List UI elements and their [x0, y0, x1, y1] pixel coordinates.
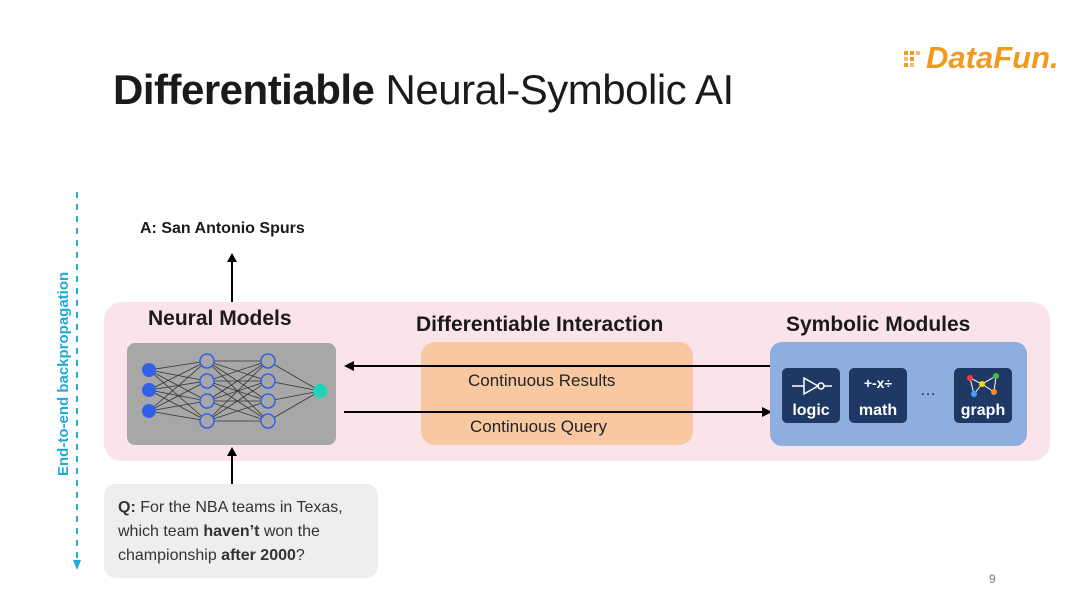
graph-network-icon: [967, 373, 999, 397]
logo-dots-icon: [904, 51, 920, 67]
module-graph: graph: [954, 368, 1012, 423]
query-arrowhead: [762, 407, 772, 417]
math-operators-icon: +-x÷: [863, 375, 893, 391]
logo-text: DataFun.: [926, 40, 1059, 75]
backprop-dashed-arrow: [73, 192, 81, 570]
module-math-label: math: [858, 402, 898, 419]
title-rest: Neural-Symbolic AI: [374, 66, 735, 113]
continuous-results-label: Continuous Results: [468, 371, 616, 390]
answer-text: A: San Antonio Spurs: [140, 220, 305, 237]
module-graph-label: graph: [960, 402, 1006, 419]
module-logic-label: logic: [792, 402, 830, 419]
more-modules-ellipsis: …: [920, 382, 936, 399]
symbolic-modules-box: logic +-x÷ math … graph: [770, 342, 1027, 446]
module-logic: logic: [782, 368, 840, 423]
differentiable-interaction-label: Differentiable Interaction: [416, 313, 664, 336]
module-math: +-x÷ math: [849, 368, 907, 423]
neural-models-label: Neural Models: [148, 307, 292, 330]
up-arrow-question: [227, 447, 237, 484]
results-arrowhead: [344, 361, 354, 371]
backprop-label: End-to-end backpropagation: [55, 271, 72, 476]
neural-network-icon: [142, 353, 327, 429]
logic-gate-icon: [792, 376, 832, 396]
question-text: Q: For the NBA teams in Texas, which tea…: [118, 499, 343, 564]
symbolic-modules-label: Symbolic Modules: [786, 313, 971, 336]
differentiable-interaction-box: [421, 342, 693, 445]
continuous-query-label: Continuous Query: [470, 417, 608, 436]
title-bold: Differentiable: [113, 66, 375, 113]
question-box: Q: For the NBA teams in Texas, which tea…: [104, 484, 378, 578]
page-number: 9: [989, 572, 996, 586]
up-arrow-answer: [227, 253, 237, 302]
interaction-arrows: [344, 361, 772, 417]
question-prefix: Q:: [118, 499, 136, 516]
neural-network-box: [127, 343, 336, 445]
datafun-logo: DataFun.: [902, 40, 1059, 76]
slide-title: Differentiable Neural-Symbolic AI: [113, 62, 734, 118]
